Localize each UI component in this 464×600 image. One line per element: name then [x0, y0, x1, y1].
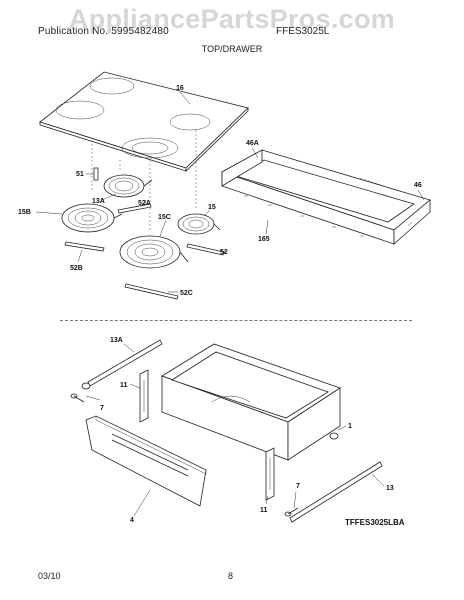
slide-11-right [265, 447, 275, 501]
footer-date: 03/10 [38, 571, 61, 581]
callout-7-right: 7 [296, 483, 300, 490]
element-13a [103, 174, 153, 198]
bracket-52b [64, 241, 105, 252]
drawer-rail-13 [289, 461, 383, 523]
callout-52: 52 [220, 249, 228, 256]
element-15 [177, 213, 221, 235]
leader-lines [35, 91, 425, 517]
page-number: 8 [228, 571, 234, 581]
bracket-52 [186, 243, 225, 256]
callout-165: 165 [258, 236, 270, 243]
drawer-rail-13a [81, 339, 163, 390]
publication-number: Publication No. 5995482480 [38, 26, 169, 37]
section-divider [60, 320, 412, 321]
roller-7-right [284, 507, 299, 517]
callout-52a: 52A [138, 200, 151, 207]
callout-13a-bottom: 13A [110, 337, 123, 344]
section-title: TOP/DRAWER [201, 44, 263, 54]
callout-13a-top: 13A [92, 198, 105, 205]
element-15b [61, 203, 123, 233]
drawer-front-4 [85, 415, 207, 507]
callout-15b: 15B [18, 209, 31, 216]
model-number: FFES3025L [276, 26, 330, 37]
callout-11-right: 11 [260, 507, 268, 514]
callout-52b: 52B [70, 265, 83, 272]
callout-46a: 46A [246, 140, 259, 147]
callout-15: 15 [208, 204, 216, 211]
roller-7-left [70, 393, 85, 403]
callout-16: 16 [176, 85, 184, 92]
callout-7-left: 7 [100, 405, 104, 412]
drawer-body [161, 343, 341, 461]
cooktop-frame [221, 149, 431, 245]
callout-52c: 52C [180, 290, 193, 297]
figure-code: TFFES3025LBA [345, 518, 405, 527]
callout-11-left: 11 [120, 382, 128, 389]
slide-11-left [139, 369, 149, 423]
bracket-51 [93, 167, 99, 181]
bracket-52a [117, 203, 152, 214]
callout-46: 46 [414, 182, 422, 189]
callout-15c: 15C [158, 214, 171, 221]
callout-13: 13 [386, 485, 394, 492]
cooktop-glass [39, 71, 249, 172]
element-15c [119, 235, 189, 269]
bracket-52c [124, 283, 179, 300]
callout-4: 4 [130, 517, 134, 524]
callout-51: 51 [76, 171, 84, 178]
callout-1: 1 [348, 423, 352, 430]
